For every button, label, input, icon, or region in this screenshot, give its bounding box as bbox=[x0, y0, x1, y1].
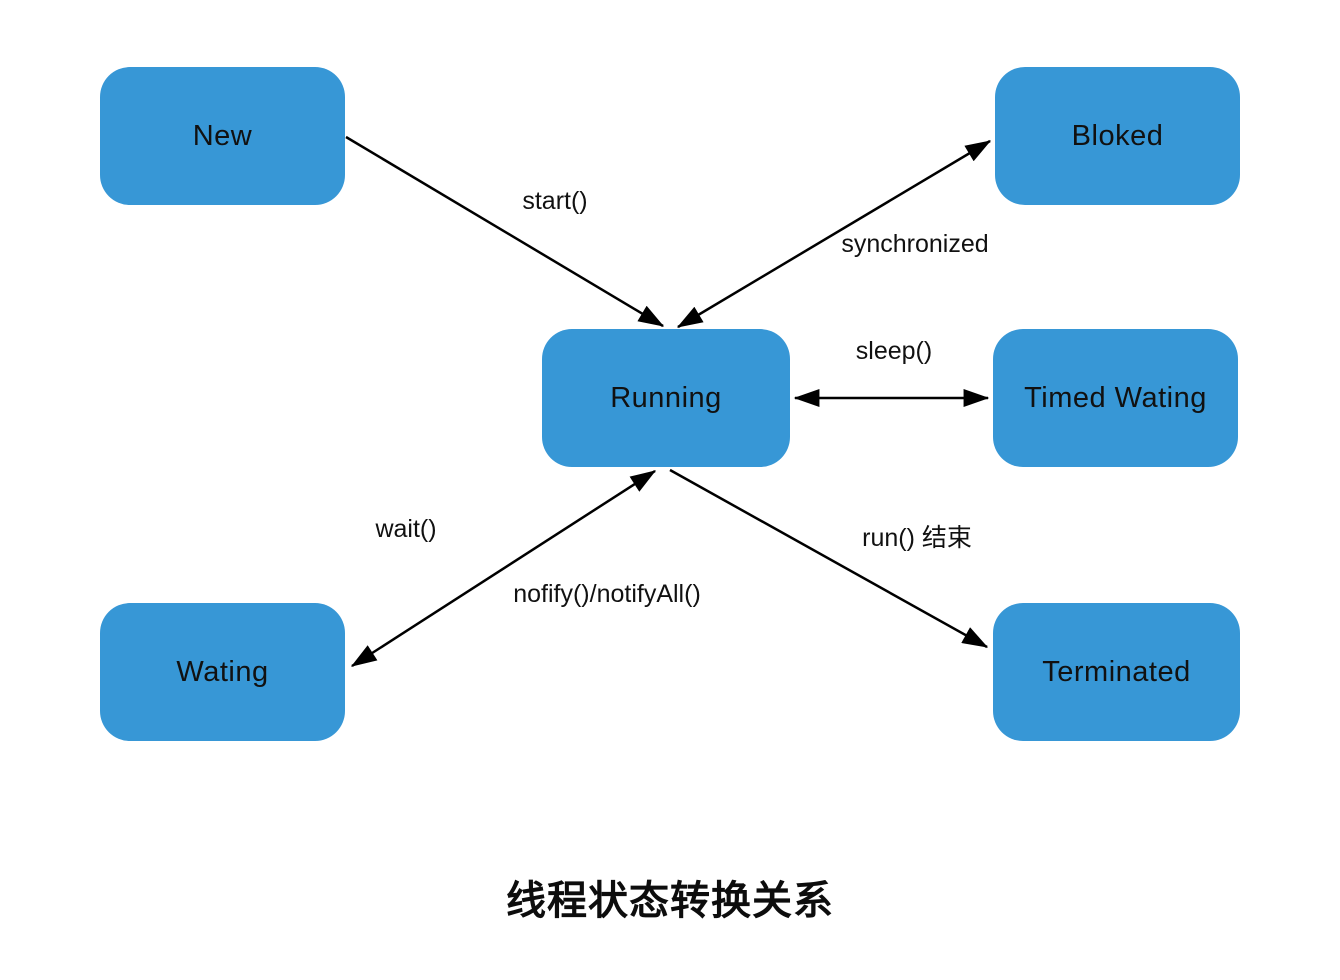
edge-run-end-line bbox=[669, 468, 989, 649]
edge-label-notify: nofify()/notifyAll() bbox=[513, 580, 701, 608]
node-terminated: Terminated bbox=[993, 603, 1240, 741]
edge-synchronized-line bbox=[676, 139, 992, 329]
node-running: Running bbox=[542, 329, 790, 467]
diagram-title: 线程状态转换关系 bbox=[506, 879, 834, 923]
edge-label-wait: wait() bbox=[375, 515, 437, 543]
edge-label-sleep: sleep() bbox=[855, 337, 933, 365]
node-bloked: Bloked bbox=[995, 67, 1240, 205]
edge-label-start: start() bbox=[522, 187, 588, 215]
edge-wait-notify-line bbox=[350, 469, 657, 668]
edge-label-run-end: run() 结束 bbox=[862, 524, 972, 552]
edge-start-line bbox=[345, 135, 665, 328]
node-new: New bbox=[100, 67, 345, 205]
edge-label-synchronized: synchronized bbox=[841, 230, 989, 258]
node-wating: Wating bbox=[100, 603, 345, 741]
node-timed-wating: Timed Wating bbox=[993, 329, 1238, 467]
